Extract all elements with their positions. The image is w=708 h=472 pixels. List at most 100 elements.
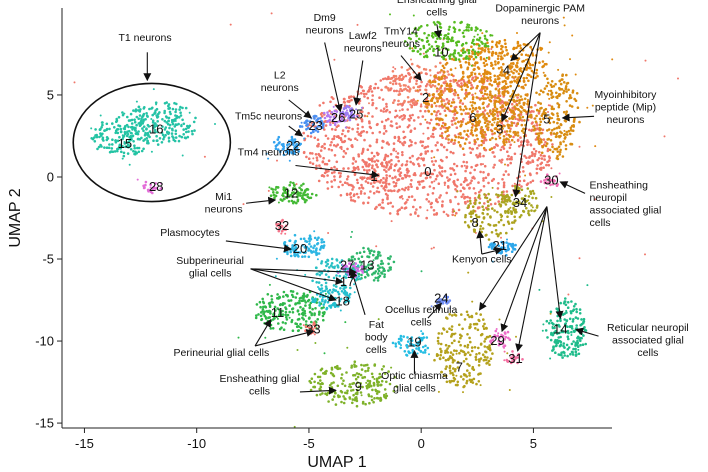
cell-point <box>371 185 375 188</box>
cell-point <box>539 128 542 131</box>
cell-point <box>514 133 517 137</box>
cell-point <box>449 53 453 56</box>
cell-point <box>502 223 506 227</box>
cell-point <box>580 322 584 326</box>
cell-point <box>552 120 556 124</box>
cell-point <box>562 133 566 137</box>
cell-point <box>471 205 475 208</box>
cell-point <box>396 156 400 159</box>
cell-point <box>357 133 361 136</box>
cell-point <box>495 107 499 111</box>
cell-point <box>455 43 459 47</box>
cell-point <box>449 199 452 202</box>
cell-point <box>511 75 514 79</box>
cell-point <box>166 130 169 134</box>
cell-point <box>464 213 467 217</box>
cell-point <box>510 138 514 142</box>
cell-point <box>519 67 522 71</box>
cell-point <box>168 106 171 110</box>
cell-point <box>475 215 479 219</box>
cell-point <box>474 64 476 67</box>
cell-point <box>331 373 335 377</box>
cell-point <box>466 121 470 124</box>
cell-point <box>430 34 434 37</box>
cell-point <box>344 276 348 279</box>
cell-point <box>436 200 439 204</box>
cell-point <box>504 82 508 85</box>
cell-point <box>663 135 666 138</box>
cell-point <box>452 98 455 101</box>
cell-point <box>542 90 545 94</box>
cell-point <box>363 176 366 179</box>
cell-point <box>264 336 267 339</box>
cell-point <box>440 55 444 59</box>
cell-point <box>361 385 364 389</box>
cell-point <box>290 199 294 203</box>
cell-point <box>408 114 412 117</box>
cell-point <box>487 181 490 185</box>
cell-point <box>480 139 484 143</box>
cell-point <box>548 321 551 325</box>
cell-point <box>326 113 330 117</box>
cell-point <box>367 196 371 199</box>
cell-point <box>151 113 154 117</box>
cell-point <box>334 103 338 107</box>
cell-point <box>539 154 543 157</box>
cell-point <box>457 79 461 83</box>
cell-point <box>358 277 362 281</box>
cell-point <box>480 332 484 336</box>
cell-point <box>376 264 380 267</box>
cell-point <box>486 212 489 216</box>
cell-point <box>298 326 301 328</box>
cell-point <box>514 93 518 97</box>
cell-point <box>579 343 582 347</box>
cell-point <box>440 103 444 106</box>
cell-point <box>111 150 115 153</box>
cell-point <box>495 193 498 196</box>
cell-point <box>360 368 364 371</box>
cell-point <box>557 125 561 128</box>
cell-point <box>433 156 436 159</box>
cell-point <box>302 150 306 154</box>
cell-point <box>505 133 508 136</box>
cell-point <box>162 135 166 139</box>
cell-point <box>268 186 271 189</box>
cell-point <box>505 130 509 133</box>
cell-point <box>386 194 389 197</box>
cell-point <box>529 115 533 119</box>
cell-point <box>456 178 460 182</box>
cell-point <box>336 290 340 294</box>
cell-point <box>332 395 336 398</box>
cell-point <box>296 318 300 321</box>
cell-point <box>508 140 511 144</box>
cell-point <box>328 384 332 387</box>
cell-point <box>409 103 412 106</box>
cell-point <box>453 108 457 111</box>
cell-point <box>377 180 381 183</box>
cell-point <box>580 332 583 336</box>
cell-point <box>469 118 473 121</box>
cell-point <box>155 124 159 127</box>
cell-point <box>507 336 510 340</box>
cell-point <box>311 307 314 311</box>
cell-point <box>378 372 382 376</box>
cell-point <box>277 322 280 325</box>
cell-point <box>469 171 472 175</box>
cell-point <box>418 26 421 30</box>
cell-point <box>455 349 458 353</box>
cell-point <box>186 135 190 139</box>
cell-point <box>447 345 451 348</box>
cell-point <box>333 178 337 182</box>
cell-point <box>441 42 445 45</box>
cell-point <box>456 40 460 44</box>
cell-point <box>547 137 550 141</box>
cell-point <box>288 316 291 319</box>
cell-point <box>151 106 154 110</box>
cell-point <box>254 314 258 317</box>
cell-point <box>274 309 277 312</box>
cell-point <box>506 215 509 218</box>
cell-point <box>371 159 374 163</box>
cell-point <box>278 296 282 299</box>
cell-point <box>401 118 404 121</box>
cell-point <box>359 391 363 394</box>
